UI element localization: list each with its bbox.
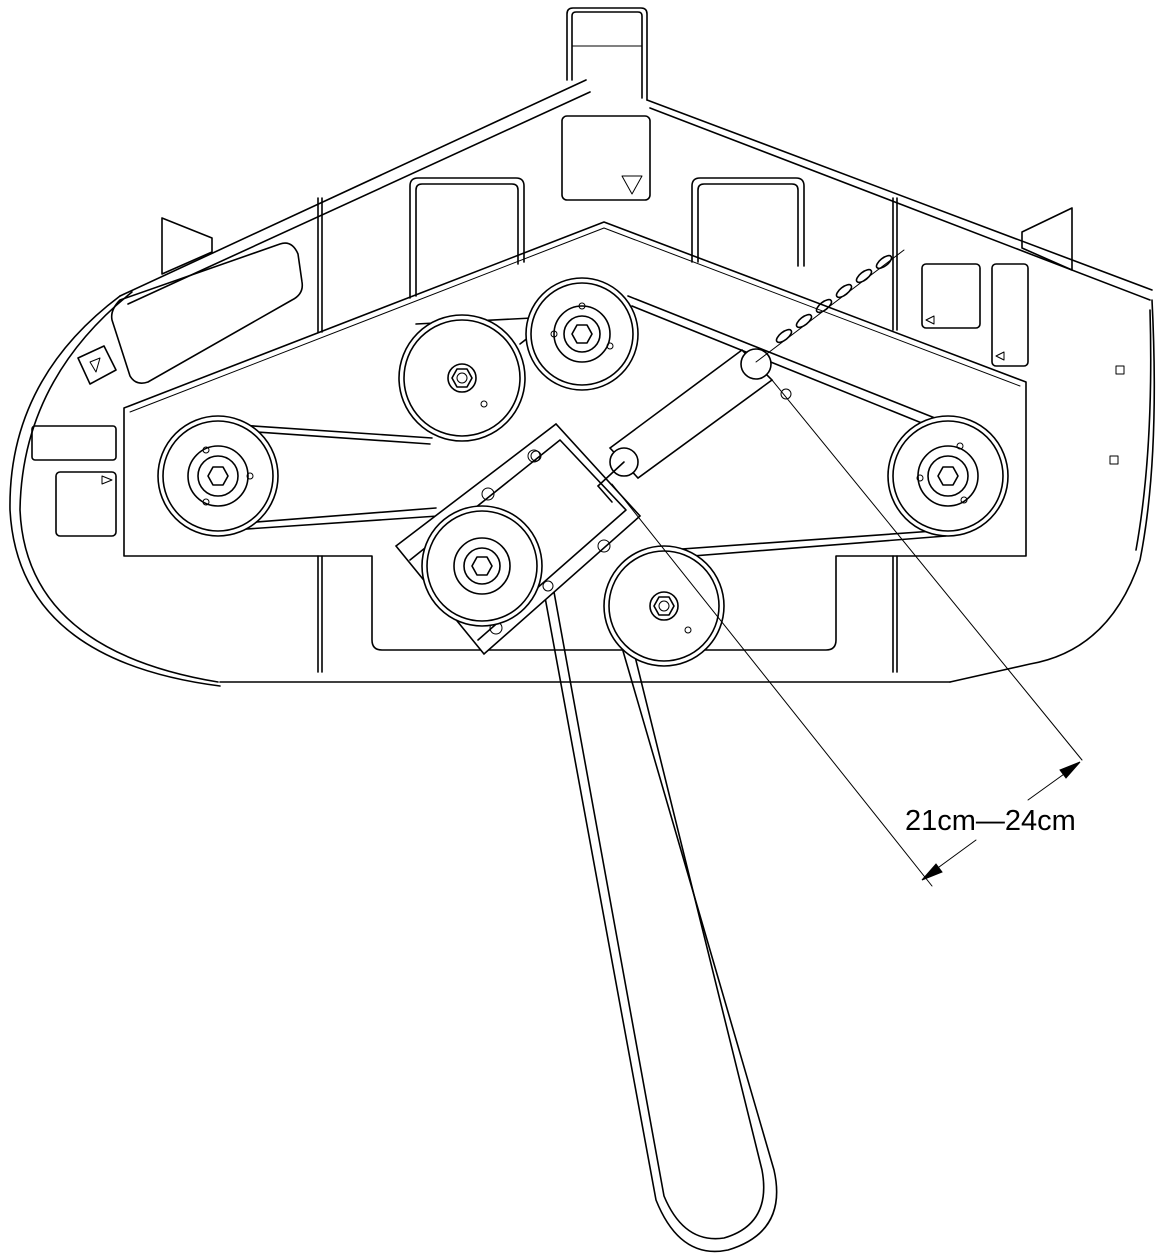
upper-left-idler-pulley (398, 314, 526, 442)
right-bracket (1021, 207, 1073, 271)
drive-belt (539, 569, 778, 1253)
top-center-panel (561, 115, 651, 201)
left-oval-slot (110, 242, 304, 384)
plate-holes (530, 388, 792, 592)
inner-deck-plate (123, 221, 1027, 651)
top-discharge-tab (566, 7, 648, 101)
dimension-label: 21cm—24cm (905, 805, 1076, 837)
tension-spring (597, 348, 774, 503)
measurement-dimension (611, 379, 1083, 887)
right-lift-handle (691, 177, 805, 267)
adjustment-chain (755, 249, 905, 363)
lower-right-idler-pulley (603, 545, 725, 667)
left-lift-handle (409, 177, 525, 299)
right-spindle-pulley (887, 415, 1009, 537)
deck-outline (9, 79, 1156, 687)
right-small-panels (921, 263, 1125, 465)
lower-idler-pulley (421, 505, 543, 627)
left-spindle-pulley (157, 415, 279, 537)
left-small-panels (31, 345, 117, 537)
stiffener-ribs (317, 197, 898, 673)
left-bracket (161, 217, 213, 275)
center-spindle-pulley (525, 277, 639, 391)
